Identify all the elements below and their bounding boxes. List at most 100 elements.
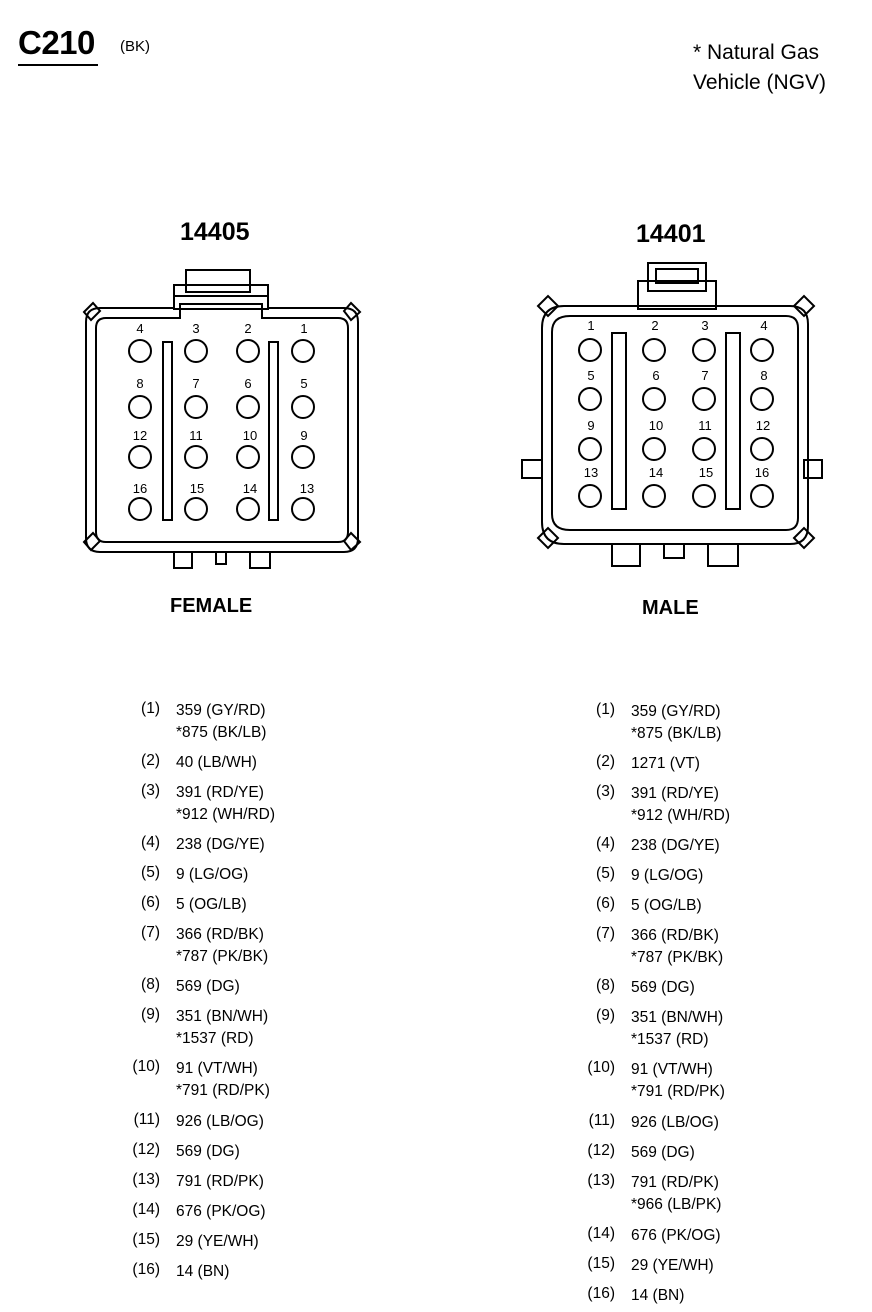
wire-circuit: 5 (OG/LB): [176, 896, 247, 913]
pin-number: (5): [141, 864, 160, 881]
female-pin-7: [184, 395, 208, 419]
connector-diagram: 4 3 2 1 8 7 6 5 12 11 10 9 16 15 14 13 1: [82, 262, 823, 569]
pin-number: (6): [141, 894, 160, 911]
female-pin-label: 15: [190, 481, 204, 496]
pin-number: (16): [132, 1261, 160, 1278]
pin-number: (5): [596, 865, 615, 882]
wire-circuit: 40 (LB/WH): [176, 754, 257, 771]
male-pin-2: [642, 338, 666, 362]
pin-number: (6): [596, 895, 615, 912]
wire-circuit: 926 (LB/OG): [631, 1114, 719, 1131]
pin-number: (13): [587, 1172, 615, 1189]
male-pin-label: 13: [584, 465, 598, 480]
wire-circuit: 569 (DG): [631, 1144, 695, 1161]
pin-number: (11): [588, 1112, 615, 1129]
pin-number: (14): [132, 1201, 160, 1218]
wire-circuit: 9 (LG/OG): [631, 867, 704, 884]
male-pin-label: 8: [760, 368, 767, 383]
wire-circuit: 91 (VT/WH): [631, 1061, 713, 1078]
female-pin-label: 7: [192, 376, 199, 391]
female-pin-3: [184, 339, 208, 363]
pin-number: (10): [587, 1059, 615, 1076]
wire-circuit: 359 (GY/RD): [631, 703, 721, 720]
male-pin-label: 11: [698, 418, 712, 433]
pin-number: (2): [141, 752, 160, 769]
wire-circuit: 351 (BN/WH): [176, 1008, 269, 1025]
wire-circuit: 676 (PK/OG): [176, 1203, 266, 1220]
wire-circuit-ngv: *787 (PK/BK): [631, 949, 724, 966]
pin-number: (13): [132, 1171, 160, 1188]
wire-circuit: 676 (PK/OG): [631, 1227, 721, 1244]
male-pin-label: 15: [699, 465, 713, 480]
pin-number: (3): [596, 783, 615, 800]
female-pin-label: 2: [244, 321, 251, 336]
pin-number: (8): [141, 976, 160, 993]
wire-circuit: 91 (VT/WH): [176, 1060, 258, 1077]
wire-circuit-ngv: *912 (WH/RD): [631, 807, 731, 824]
wire-circuit: 29 (YE/WH): [176, 1233, 259, 1250]
wire-circuit: 29 (YE/WH): [631, 1257, 714, 1274]
female-pin-12: [128, 445, 152, 469]
female-pin-label: 1: [300, 321, 307, 336]
female-pin-label: 5: [300, 376, 307, 391]
female-pin-8: [128, 395, 152, 419]
wire-circuit: 14 (BN): [631, 1287, 685, 1304]
pin-number: (4): [141, 834, 160, 851]
pin-number: (10): [132, 1058, 160, 1075]
wire-circuit: 351 (BN/WH): [631, 1009, 724, 1026]
pin-number: (3): [141, 782, 160, 799]
female-pin-label: 11: [189, 428, 203, 443]
wire-circuit: 391 (RD/YE): [176, 784, 264, 801]
wire-circuit: 9 (LG/OG): [176, 866, 249, 883]
pin-number: (7): [596, 925, 615, 942]
male-pin-3: [692, 338, 716, 362]
male-pin-label: 1: [587, 318, 594, 333]
pin-number: (2): [596, 753, 615, 770]
pin-number: (8): [596, 977, 615, 994]
wire-circuit-ngv: *791 (RD/PK): [631, 1083, 725, 1100]
female-pin-grid: [128, 339, 315, 521]
female-pin-5: [291, 395, 315, 419]
pin-number: (1): [141, 700, 160, 717]
connector-id-underline: [18, 64, 98, 66]
female-pin-16: [128, 497, 152, 521]
wire-circuit: 569 (DG): [176, 978, 240, 995]
wire-circuit: 14 (BN): [176, 1263, 230, 1280]
female-part-number: 14405: [180, 218, 250, 246]
male-pin-14: [642, 484, 666, 508]
female-pin-11: [184, 445, 208, 469]
female-pin-14: [236, 497, 260, 521]
wire-circuit: 1271 (VT): [631, 755, 700, 772]
female-pin-label: 16: [133, 481, 147, 496]
ngv-note: * Natural Gas Vehicle (NGV): [693, 38, 826, 98]
wire-circuit-ngv: *966 (LB/PK): [631, 1196, 722, 1213]
female-pin-label: 10: [243, 428, 257, 443]
wire-circuit-ngv: *912 (WH/RD): [176, 806, 276, 823]
wire-circuit: 569 (DG): [176, 1143, 240, 1160]
male-pin-label: 16: [755, 465, 769, 480]
male-pin-12: [750, 437, 774, 461]
pin-number: (11): [133, 1111, 160, 1128]
wire-circuit-ngv: *791 (RD/PK): [176, 1082, 270, 1099]
male-pin-label: 2: [651, 318, 658, 333]
wire-circuit-ngv: *787 (PK/BK): [176, 948, 269, 965]
male-pin-16: [750, 484, 774, 508]
pin-number: (12): [132, 1141, 160, 1158]
female-pin-label: 3: [192, 321, 199, 336]
male-connector-body: [521, 262, 823, 567]
male-label: MALE: [642, 597, 699, 619]
male-pin-13: [578, 484, 602, 508]
female-pin-4: [128, 339, 152, 363]
wire-circuit: 391 (RD/YE): [631, 785, 719, 802]
wire-circuit-ngv: *875 (BK/LB): [176, 724, 267, 741]
pin-number: (12): [587, 1142, 615, 1159]
wire-circuit-ngv: *875 (BK/LB): [631, 725, 722, 742]
wire-circuit: 926 (LB/OG): [176, 1113, 264, 1130]
male-pin-1: [578, 338, 602, 362]
female-pin-9: [291, 445, 315, 469]
wire-circuit: 791 (RD/PK): [631, 1174, 719, 1191]
male-pin-label: 6: [652, 368, 659, 383]
female-connector-body: [82, 269, 362, 569]
wire-circuit: 5 (OG/LB): [631, 897, 702, 914]
female-pin-label: 9: [300, 428, 307, 443]
